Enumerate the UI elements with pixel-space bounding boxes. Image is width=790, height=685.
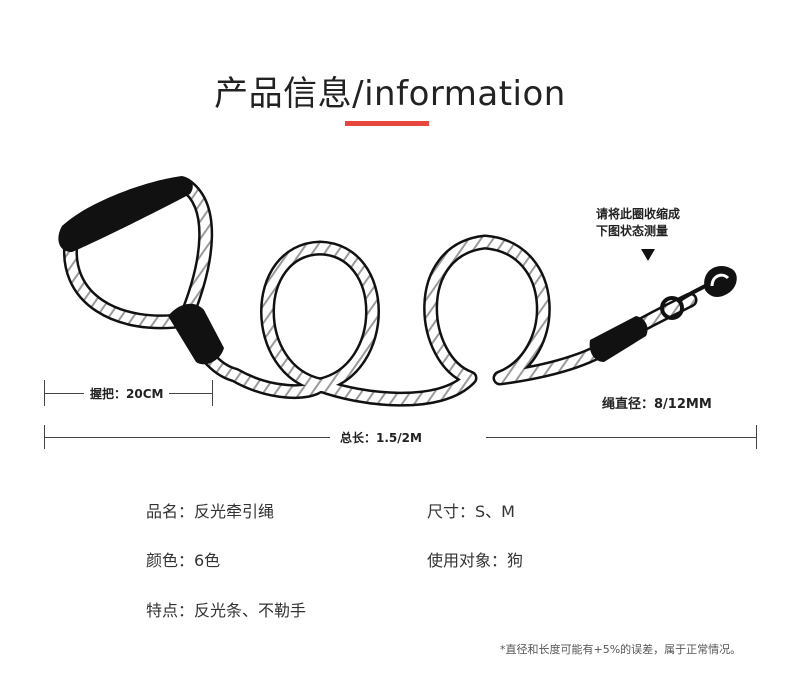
page-title: 产品信息/information — [214, 74, 566, 114]
spec-feature: 特点：反光条、不勒手 — [146, 601, 307, 620]
handle-length-label: 握把：20CM — [84, 385, 170, 402]
leash-illustration — [58, 176, 737, 407]
handle-sleeve — [168, 303, 224, 365]
title-underline — [345, 121, 429, 126]
note-line-1: 请将此圈收缩成 — [596, 207, 681, 221]
note-line-2: 下图状态测量 — [596, 224, 669, 238]
total-dim-tick-right — [756, 425, 757, 449]
rope-diameter-label: 绳直径：8/12MM — [602, 393, 712, 412]
spec-usage: 使用对象：狗 — [427, 551, 524, 570]
down-arrow-icon — [641, 249, 655, 261]
snap-hook-body — [704, 266, 737, 297]
foam-grip — [58, 176, 193, 252]
spec-product-name: 品名：反光牵引绳 — [146, 502, 275, 521]
tolerance-footnote: *直径和长度可能有+5%的误差，属于正常情况。 — [500, 643, 742, 656]
spec-color: 颜色：6色 — [146, 551, 221, 570]
spec-size: 尺寸：S、M — [427, 502, 515, 521]
measurement-note: 请将此圈收缩成 下图状态测量 — [596, 206, 680, 240]
handle-dim-tick-right — [212, 380, 213, 406]
total-length-label: 总长：1.5/2M — [330, 429, 486, 446]
clip-sleeve — [589, 316, 648, 362]
